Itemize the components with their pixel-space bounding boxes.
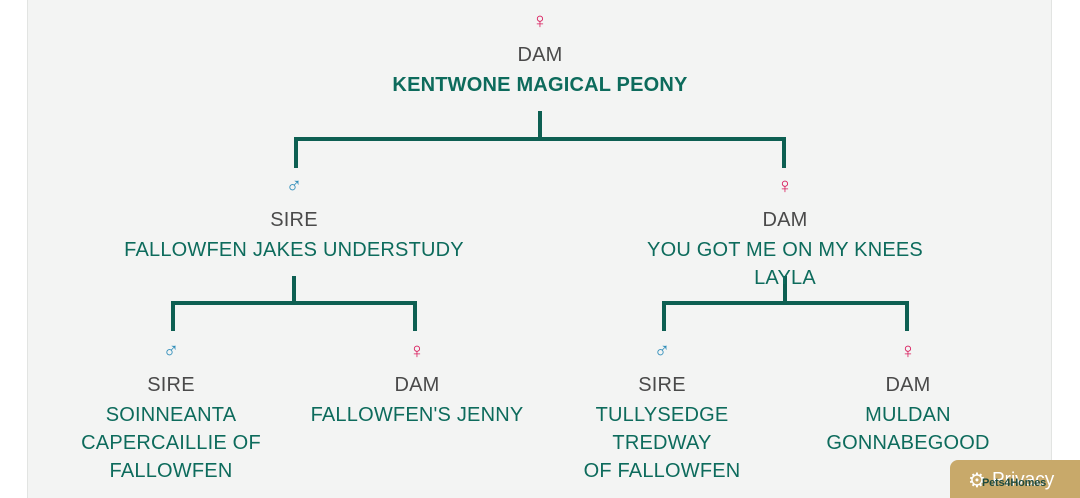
pedigree-card xyxy=(27,0,1052,498)
role-label: SIRE xyxy=(638,374,686,396)
sire-sire-node: ♂ SIRE SOINNEANTA CAPERCAILLIE OF FALLOW… xyxy=(71,340,271,485)
male-icon: ♂ xyxy=(285,173,303,198)
role-label: SIRE xyxy=(270,209,318,231)
role-label: SIRE xyxy=(147,374,195,396)
left-connector xyxy=(171,276,417,331)
role-label: DAM xyxy=(394,374,440,396)
dog-name[interactable]: YOU GOT ME ON MY KNEES LAYLA xyxy=(647,239,923,289)
female-icon: ♀ xyxy=(531,8,549,33)
sire-dam-node: ♀ DAM FALLOWFEN'S JENNY xyxy=(307,340,527,429)
gear-icon: ⚙ xyxy=(968,470,986,492)
dam-node: ♀ DAM YOU GOT ME ON MY KNEES LAYLA xyxy=(615,175,955,292)
role-label: DAM xyxy=(762,209,808,231)
right-connector xyxy=(662,276,909,331)
female-icon: ♀ xyxy=(776,173,794,198)
dog-name[interactable]: SOINNEANTA CAPERCAILLIE OF FALLOWFEN xyxy=(81,404,261,482)
brand-logo: Pets4Homes xyxy=(982,477,1047,489)
dam-dam-node: ♀ DAM MULDAN GONNABEGOOD xyxy=(808,340,1008,457)
root-connector xyxy=(294,111,786,168)
role-label: DAM xyxy=(517,44,563,66)
dog-name[interactable]: TULLYSEDGE TREDWAY OF FALLOWFEN xyxy=(583,404,741,482)
dog-name[interactable]: FALLOWFEN'S JENNY xyxy=(310,404,524,426)
sire-node: ♂ SIRE FALLOWFEN JAKES UNDERSTUDY xyxy=(124,175,464,264)
root-dam-node: ♀ DAM KENTWONE MAGICAL PEONY xyxy=(392,8,687,99)
dog-name[interactable]: FALLOWFEN JAKES UNDERSTUDY xyxy=(124,239,464,261)
role-label: DAM xyxy=(885,374,931,396)
privacy-button[interactable]: ⚙Privacy xyxy=(950,460,1080,498)
dog-name[interactable]: MULDAN GONNABEGOOD xyxy=(826,404,990,454)
female-icon: ♀ xyxy=(408,338,426,363)
male-icon: ♂ xyxy=(162,338,180,363)
female-icon: ♀ xyxy=(899,338,917,363)
dam-sire-node: ♂ SIRE TULLYSEDGE TREDWAY OF FALLOWFEN xyxy=(547,340,777,485)
dog-name[interactable]: KENTWONE MAGICAL PEONY xyxy=(392,74,688,96)
privacy-label: Privacy xyxy=(991,469,1055,491)
male-icon: ♂ xyxy=(653,338,671,363)
